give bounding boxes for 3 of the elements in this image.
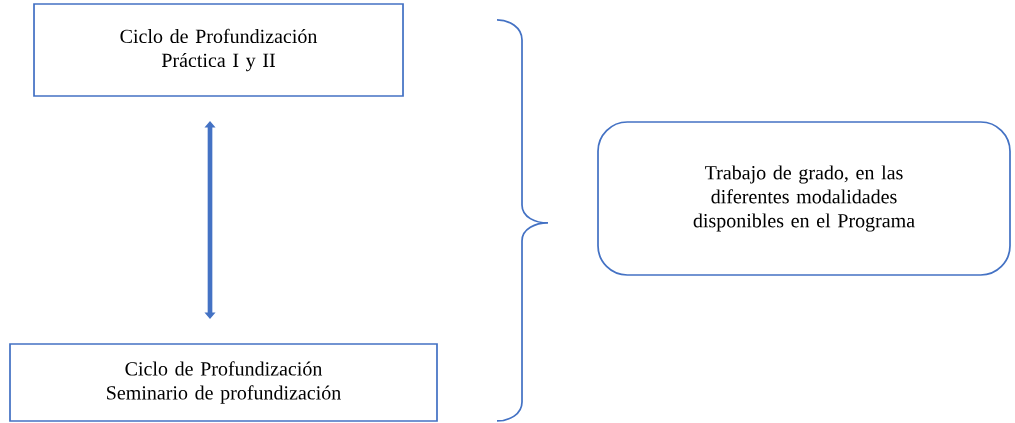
text-box: Ciclo de Profundización Seminario de profundización bbox=[9, 343, 438, 422]
text-box: Ciclo de Profundización Práctica I y II bbox=[33, 3, 404, 97]
rounded-box: Trabajo de grado, en las diferentes modalidades disponibles en el Programa bbox=[597, 121, 1011, 276]
